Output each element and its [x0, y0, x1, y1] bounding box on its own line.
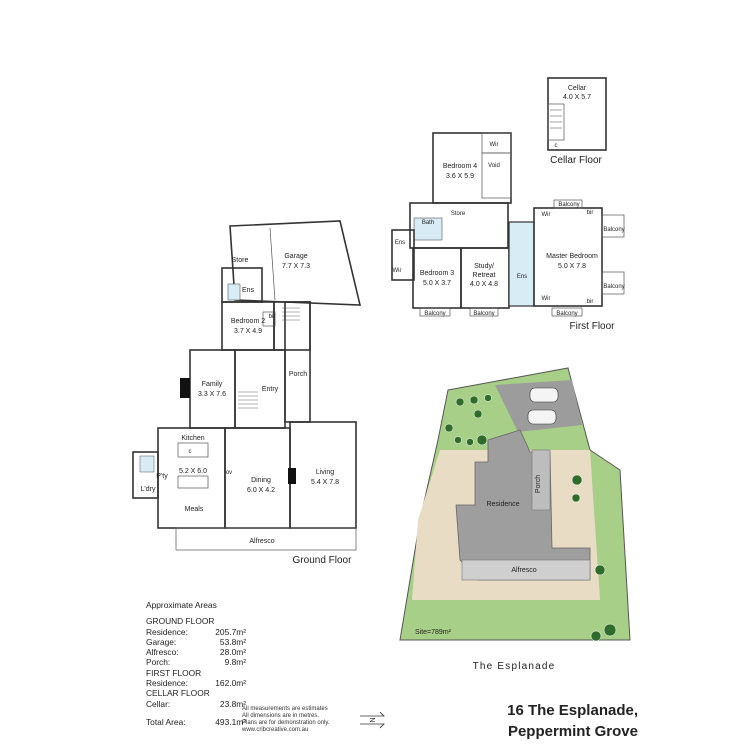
area-title: Approximate Areas [146, 600, 217, 610]
label-cellar: Cellar [568, 85, 587, 92]
label-master-dim: 5.0 X 7.8 [558, 263, 586, 270]
label-living: Living [316, 469, 334, 476]
label-master-bir-bottom: bir [587, 299, 594, 305]
area-row: Residence:205.7m² [146, 626, 246, 637]
driveway [495, 380, 582, 432]
total-area-row: Total Area:493.1m² [146, 716, 246, 727]
trees [444, 394, 617, 642]
label-site-residence: Residence [486, 501, 519, 508]
label-garage-dim: 7.7 X 7.3 [282, 263, 310, 270]
area-row: Porch:9.8m² [146, 657, 246, 668]
label-void: Void [488, 163, 500, 169]
disclaimer: All measurements are estimates All dimen… [242, 706, 362, 734]
label-pantry: P'ty [156, 473, 168, 480]
label-kitchen: Kitchen [181, 435, 204, 442]
label-site-alfresco: Alfresco [511, 567, 536, 574]
label-cellar-dim: 4.0 X 5.7 [563, 94, 591, 101]
label-first-store: Store [451, 211, 466, 217]
label-site-porch: Porch [535, 475, 542, 493]
caption-first-floor: First Floor [570, 321, 616, 332]
cellar-floor-heading: CELLAR FLOOR [146, 688, 210, 699]
label-bedroom3: Bedroom 3 [420, 270, 454, 277]
ground-floor-plan: Store Garage 7.7 X 7.3 Ens Bedroom 2 3.7… [132, 220, 362, 566]
area-row: Garage:53.8m² [146, 636, 246, 647]
label-kitchen-dim: 5.2 X 6.0 [179, 468, 207, 475]
site-plan: Residence Porch Alfresco Site=789m² The … [399, 367, 631, 672]
label-bedroom2: Bedroom 2 [231, 318, 265, 325]
label-bedroom3-wir: Wir [393, 268, 402, 274]
ground-floor-heading: GROUND FLOOR [146, 616, 215, 627]
label-first-ens: Ens [395, 240, 405, 246]
cellar-floor-plan: Cellar 4.0 X 5.7 c Cellar Floor [547, 77, 607, 166]
label-bedroom4-wir: Wir [490, 142, 499, 148]
label-ground-porch: Porch [289, 371, 307, 378]
label-master-wir-bottom: Wir [542, 296, 551, 302]
label-bedroom2-dim: 3.7 X 4.9 [234, 328, 262, 335]
label-master-ens: Ens [517, 274, 527, 280]
property-address: 16 The Esplanade, Peppermint Grove [507, 702, 638, 740]
label-oven: ov [226, 470, 232, 476]
site-porch [531, 449, 551, 511]
label-ground-ens: Ens [242, 287, 255, 294]
label-store: Store [232, 257, 249, 264]
label-dining: Dining [251, 477, 271, 484]
label-study-dim: 4.0 X 4.8 [470, 281, 498, 288]
label-dining-dim: 6.0 X 4.2 [247, 487, 275, 494]
label-balcony-right-top: Balcony [603, 227, 624, 233]
caption-ground-floor: Ground Floor [293, 555, 353, 566]
label-bath: Bath [422, 220, 434, 226]
car-icon [529, 387, 559, 403]
label-kitchen-c: c [189, 449, 192, 455]
label-master-bir-top: bir [587, 210, 594, 216]
compass-letter: N [370, 717, 377, 722]
label-ground-bir: bir [269, 314, 276, 320]
car-icon [527, 409, 557, 425]
label-study: Study/ [474, 263, 494, 270]
label-living-dim: 5.4 X 7.8 [311, 479, 339, 486]
label-balcony-bottom-3: Balcony [556, 311, 577, 317]
label-meals: Meals [185, 506, 204, 513]
first-floor-plan: Wir Void Bedroom 4 3.6 X 5.9 Bath Store … [391, 132, 625, 332]
label-entry: Entry [262, 386, 279, 393]
garage-outline [229, 220, 362, 306]
label-family: Family [202, 381, 223, 388]
area-row: Alfresco:28.0m² [146, 647, 246, 658]
label-bedroom3-dim: 5.0 X 3.7 [423, 280, 451, 287]
label-ground-alfresco: Alfresco [249, 538, 274, 545]
bedroom3-outline [412, 247, 462, 309]
label-bedroom4: Bedroom 4 [443, 163, 477, 170]
label-retreat: Retreat [473, 272, 496, 279]
label-balcony-bottom-1: Balcony [424, 311, 445, 317]
website-link[interactable]: www.cribcreative.com.au [242, 727, 309, 733]
label-family-dim: 3.3 X 7.6 [198, 391, 226, 398]
label-balcony-bottom-2: Balcony [473, 311, 494, 317]
label-laundry: L'dry [141, 486, 156, 493]
caption-cellar-floor: Cellar Floor [550, 155, 602, 166]
label-bedroom4-dim: 3.6 X 5.9 [446, 173, 474, 180]
label-cellar-c: c [555, 143, 558, 149]
family-outline [189, 349, 236, 429]
north-arrow-icon: N [360, 711, 385, 729]
label-master-bedroom: Master Bedroom [546, 253, 598, 260]
area-row: Cellar:23.8m² [146, 698, 246, 709]
label-site-area: Site=789m² [415, 629, 452, 636]
site-alfresco [461, 559, 591, 581]
label-balcony-top: Balcony [558, 202, 579, 208]
alfresco-outline [175, 527, 357, 551]
first-floor-heading: FIRST FLOOR [146, 667, 202, 678]
label-balcony-right-bottom: Balcony [603, 284, 624, 290]
area-row: Residence:162.0m² [146, 678, 246, 689]
laundry-outline [132, 451, 159, 499]
label-garage: Garage [284, 253, 307, 260]
label-master-wir-top: Wir [542, 212, 551, 218]
label-street-name: The Esplanade [473, 661, 556, 672]
area-schedule: Approximate Areas GROUND FLOOR Residence… [146, 600, 246, 727]
